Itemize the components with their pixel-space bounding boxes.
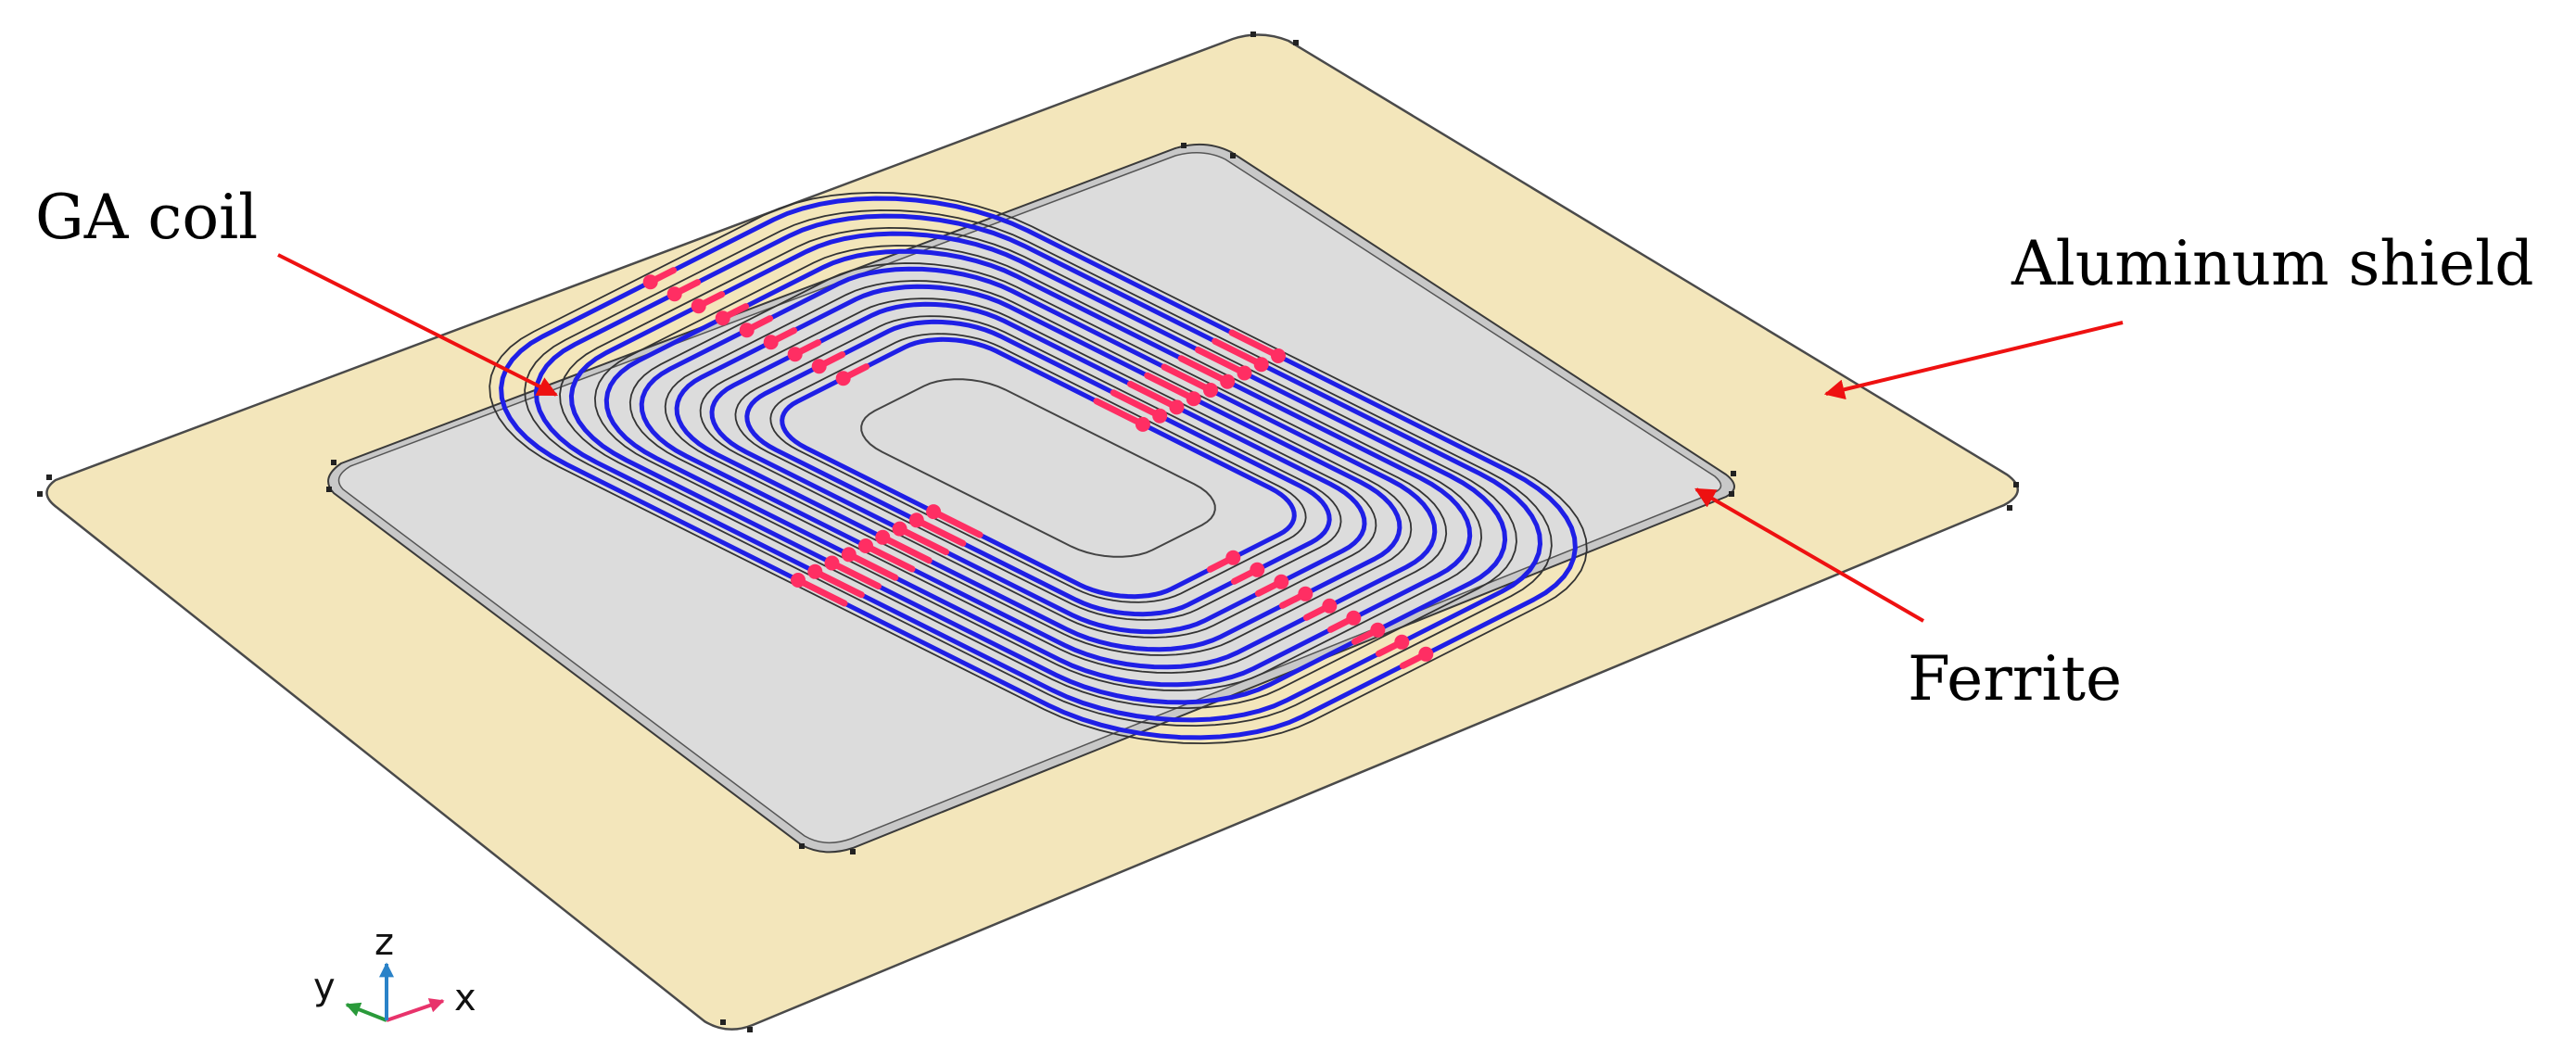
current-arrow-head: [1250, 562, 1265, 577]
current-arrow: [794, 576, 848, 607]
x-axis-label: x: [454, 977, 476, 1019]
current-arrow: [896, 525, 950, 556]
current-arrow-head: [926, 504, 942, 520]
coil-turn: [603, 248, 1473, 688]
x-axis-arrow: [386, 998, 445, 1022]
current-arrow-head: [691, 298, 706, 314]
y-axis-label: y: [313, 966, 336, 1008]
z-axis-label: z: [374, 921, 394, 964]
coil-turn-outline: [664, 280, 1413, 656]
current-arrow-head: [807, 563, 823, 579]
current-arrow: [1212, 337, 1265, 368]
current-arrow: [1144, 372, 1198, 402]
current-arrow: [862, 542, 916, 573]
coil-turn-outline: [489, 191, 1588, 745]
coil-turn-outline: [734, 315, 1342, 621]
current-arrow: [1126, 380, 1180, 411]
current-arrow-head: [892, 521, 907, 537]
current-arrow-head: [841, 547, 857, 563]
current-arrow-head: [811, 359, 827, 374]
current-arrow-head: [1203, 383, 1218, 398]
coil-center-opening: [860, 378, 1216, 558]
coil-turn-outline: [593, 245, 1483, 691]
current-arrow-head: [1346, 610, 1362, 626]
current-arrow-head: [1169, 399, 1185, 415]
coil-turn: [709, 301, 1367, 635]
coil-turn-outline: [769, 333, 1307, 603]
current-arrow-head: [791, 573, 806, 588]
current-arrow: [930, 508, 983, 538]
current-arrow-head: [1220, 373, 1236, 389]
current-arrow-head: [1186, 391, 1201, 407]
current-arrow: [879, 534, 933, 564]
ferrite-label: Ferrite: [1908, 643, 2123, 715]
current-arrow-head: [1225, 550, 1241, 565]
coordinate-triad: x y z: [313, 921, 476, 1022]
current-arrow-head: [1322, 598, 1338, 614]
current-arrow-head: [1253, 357, 1269, 373]
coil-turn: [533, 213, 1543, 723]
current-arrow-head: [1370, 622, 1386, 638]
current-arrow-head: [763, 335, 779, 350]
ga-coil-callout-arrow: [277, 253, 558, 397]
current-arrow-head: [1394, 634, 1410, 650]
coil-turn-outline: [559, 226, 1517, 710]
current-arrow-head: [666, 286, 682, 302]
current-arrow: [913, 516, 967, 547]
current-arrow: [1195, 347, 1248, 376]
ga-coil-windings: [489, 191, 1588, 745]
current-arrow: [1110, 389, 1163, 420]
current-arrow: [811, 568, 865, 599]
current-arrow-head: [1274, 574, 1289, 589]
coil-turn: [499, 196, 1578, 740]
coil-turn: [568, 231, 1508, 705]
current-arrow-head: [1152, 408, 1168, 424]
coil-turn: [639, 266, 1438, 670]
current-arrow-head: [1237, 365, 1252, 381]
current-arrow: [1228, 329, 1282, 360]
current-arrow: [1177, 355, 1231, 386]
current-arrow-head: [1418, 646, 1434, 662]
current-arrow-head: [875, 529, 891, 545]
ga-coil-label: GA coil: [35, 182, 259, 253]
current-arrow: [829, 560, 882, 589]
ferrite-callout-arrow: [1694, 487, 1925, 623]
coil-turn: [744, 319, 1332, 617]
y-axis-arrow: [345, 1002, 387, 1022]
aluminum-shield-callout-arrow: [1823, 321, 2124, 400]
coil-turn: [674, 284, 1402, 652]
current-arrow-head: [787, 347, 803, 362]
current-arrow-head: [1135, 416, 1150, 432]
current-arrow-head: [715, 310, 730, 326]
current-arrow: [845, 550, 899, 581]
current-arrow: [1093, 398, 1147, 428]
current-arrow-head: [824, 555, 840, 571]
coil-turn-outline: [524, 209, 1553, 728]
current-arrow: [1161, 363, 1214, 394]
current-arrow-head: [1298, 586, 1313, 601]
current-arrow-head: [835, 371, 851, 386]
current-arrow-head: [739, 323, 755, 338]
current-arrow-head: [642, 274, 658, 290]
current-arrow-head: [1271, 348, 1286, 363]
current-arrow-head: [858, 538, 873, 553]
coil-turn: [780, 336, 1297, 600]
coil-turn-outline: [628, 262, 1448, 674]
current-arrows: [642, 267, 1434, 669]
coil-turn-outline: [699, 297, 1377, 639]
aluminum-shield-label: Aluminum shield: [2011, 228, 2534, 299]
current-arrow-head: [908, 513, 924, 528]
